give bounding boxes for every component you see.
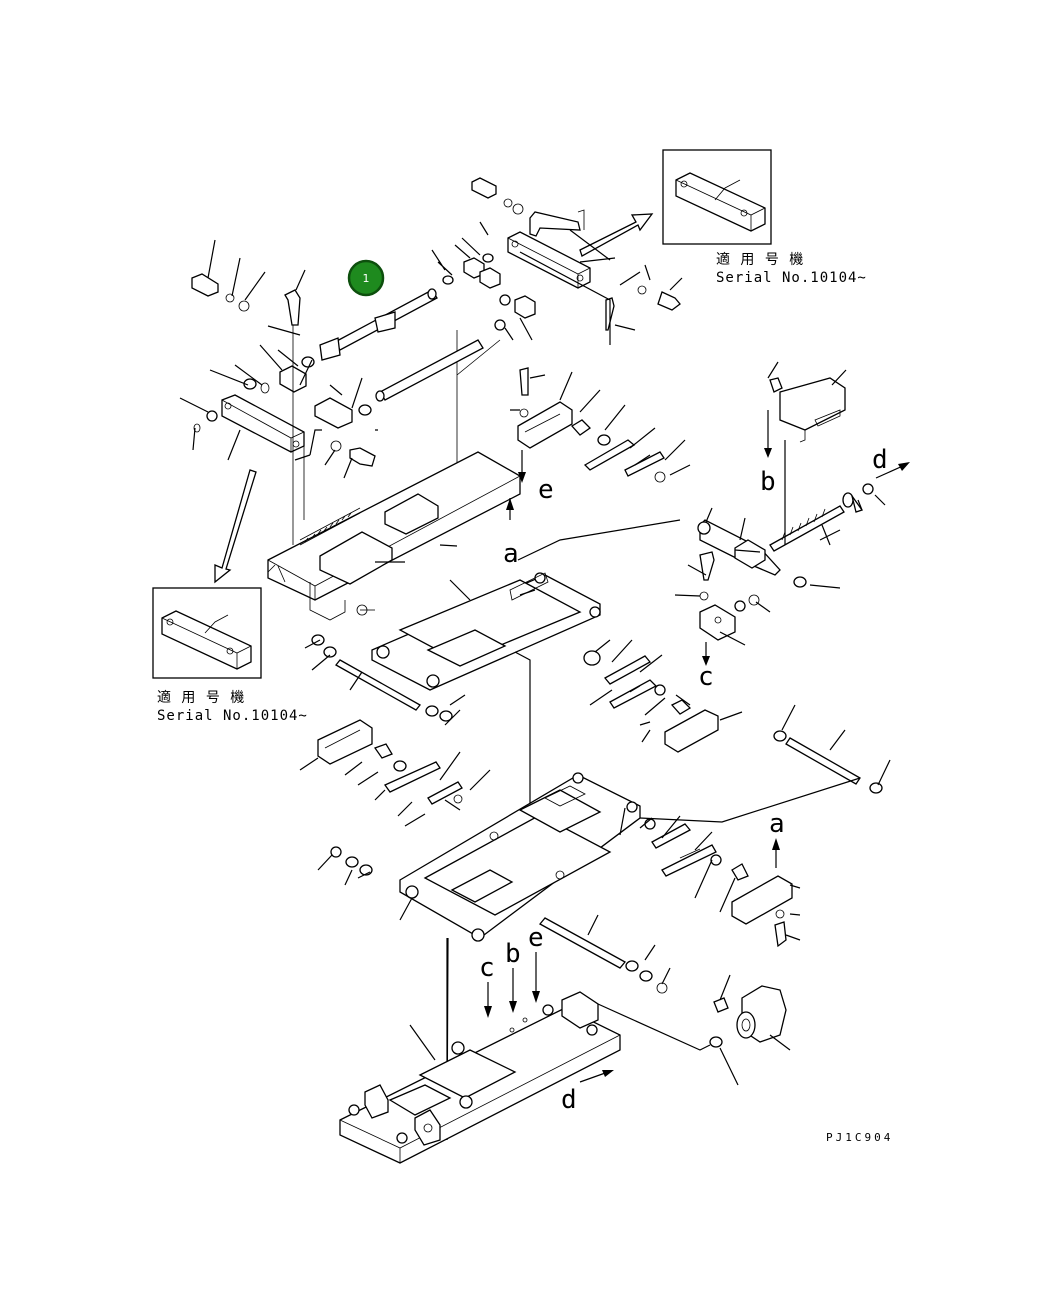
right-adjuster-shaft [697,519,807,641]
arrow-label-c-base: c [479,953,495,983]
arrow-label-b-base: b [505,939,521,969]
lower-arm-pin-left [330,846,668,994]
inset-left-applicable-label: 適 用 号 機 [157,689,245,706]
arrow-label-a-upper: a [503,539,519,569]
inset-box-left [152,587,262,679]
right-seat-bracket [769,377,846,443]
arrow-label-a-lower: a [769,809,785,839]
right-lower-rail-set [644,818,793,948]
left-middle-rail-set [317,719,463,805]
right-upper-rail-leader-lines [510,371,691,483]
lower-swing-arm [399,772,641,942]
callout-number-1: 1 [363,272,370,285]
left-middle-rail-leader-lines [299,751,491,827]
base-plate [339,991,621,1164]
left-upper-leader-lines [179,239,378,545]
upper-seat-plate [267,451,521,621]
arrow-label-e-base: e [528,923,544,953]
inset-pointer-arrows [214,213,654,584]
arrow-label-d-base: d [561,1085,577,1115]
right-middle-leader-lines [674,361,910,666]
inset-left-serial-label: Serial No.10104~ [157,708,308,724]
upper-arm-leader-lines [304,519,681,870]
drawing-code: PJ1C904 [826,1131,893,1144]
inset-top-serial-label: Serial No.10104~ [716,270,867,286]
arrow-label-b-right: b [760,467,776,497]
lower-arm-pin-right [773,730,883,794]
callout-marker-1: 1 [347,259,385,297]
inset-top-applicable-label: 適 用 号 機 [716,251,804,268]
lower-arm-leader-lines [317,704,891,1141]
upper-shaft-part-1 [319,288,438,361]
right-threaded-rod [769,483,874,552]
upper-arm-pin [311,604,453,722]
left-upper-bolts [191,273,376,467]
upper-swing-arm [371,572,601,691]
top-small-lever [529,209,585,237]
arrow-label-d-right: d [872,445,888,475]
right-middle-rail-leader-lines [589,639,743,743]
base-leader-lines [409,952,791,1086]
right-middle-rail-set [583,650,719,753]
left-upper-blocks [193,356,372,453]
right-upper-rail-set [517,367,666,483]
arrow-label-c-right: c [698,662,714,692]
inset-box-top-right [662,149,772,245]
arrow-label-e-upper: e [538,475,554,505]
top-bolt-cluster [471,177,681,331]
top-blocks [442,253,536,331]
upper-shaft-part-2 [375,339,484,402]
top-upper-bracket [507,231,591,289]
base-knob [709,985,787,1048]
